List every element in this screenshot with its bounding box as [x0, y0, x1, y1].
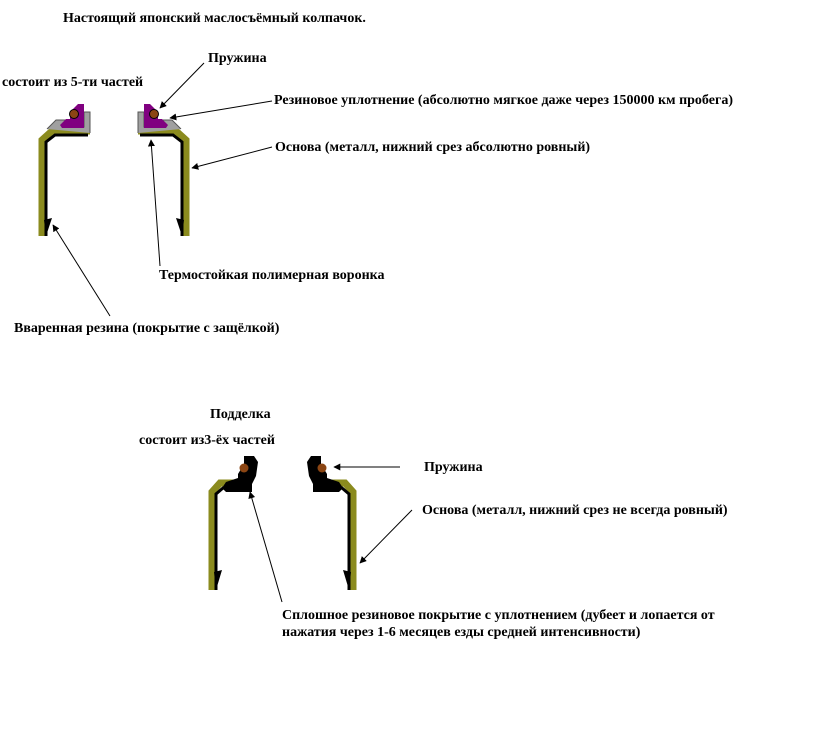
leader-genuine-funnel: [147, 139, 161, 267]
genuine-parts-note: состоит из 5-ти частей: [2, 75, 144, 90]
label-fake-base: Основа (металл, нижний срез не всегда ро…: [422, 503, 728, 518]
genuine-left-metal-base: [44, 133, 88, 236]
leader-fake-base: [359, 509, 413, 564]
genuine-seal-left-half: [38, 104, 91, 236]
fake-left-lip: [214, 570, 222, 590]
genuine-right-spring: [149, 109, 159, 119]
leader-genuine-vulcanized: [52, 224, 111, 317]
label-genuine-spring: Пружина: [208, 51, 267, 66]
fake-leader-lines: [248, 463, 413, 603]
genuine-seal-right-half: [137, 104, 190, 236]
label-fake-spring: Пружина: [424, 460, 483, 475]
label-genuine-base: Основа (металл, нижний срез абсолютно ро…: [275, 140, 591, 155]
label-genuine-vulcanized-rubber: Вваренная резина (покрытие с защёлкой): [14, 321, 280, 336]
label-genuine-rubber-seal: Резиновое уплотнение (абсолютно мягкое д…: [274, 93, 733, 108]
fake-seal-right-half: [307, 456, 357, 590]
fake-seal-left-half: [208, 456, 258, 590]
fake-right-solid-rubber: [307, 456, 343, 492]
fake-right-spring: [317, 463, 327, 473]
leader-fake-solid-rubber: [248, 491, 283, 603]
leader-genuine-spring: [159, 62, 205, 109]
genuine-left-lip: [44, 218, 52, 236]
genuine-title: Настоящий японский маслосъёмный колпачок…: [63, 11, 366, 26]
fake-left-metal-base: [214, 486, 248, 590]
genuine-left-spring: [69, 109, 79, 119]
label-genuine-funnel: Термостойкая полимерная воронка: [159, 268, 385, 283]
genuine-right-metal-base: [140, 133, 184, 236]
label-fake-solid-rubber: Сплошное резиновое покрытие с уплотнение…: [282, 608, 715, 640]
fake-left-solid-rubber: [222, 456, 258, 492]
genuine-right-lip: [176, 218, 184, 236]
fake-left-spring: [239, 463, 249, 473]
fake-title: Подделка: [210, 407, 271, 422]
genuine-leader-lines: [52, 62, 273, 317]
leader-genuine-base: [191, 146, 273, 170]
fake-parts-note: состоит из3-ёх частей: [139, 433, 275, 448]
fake-right-lip: [343, 570, 351, 590]
leader-genuine-rubber-seal: [169, 100, 273, 121]
fake-right-metal-base: [317, 486, 351, 590]
